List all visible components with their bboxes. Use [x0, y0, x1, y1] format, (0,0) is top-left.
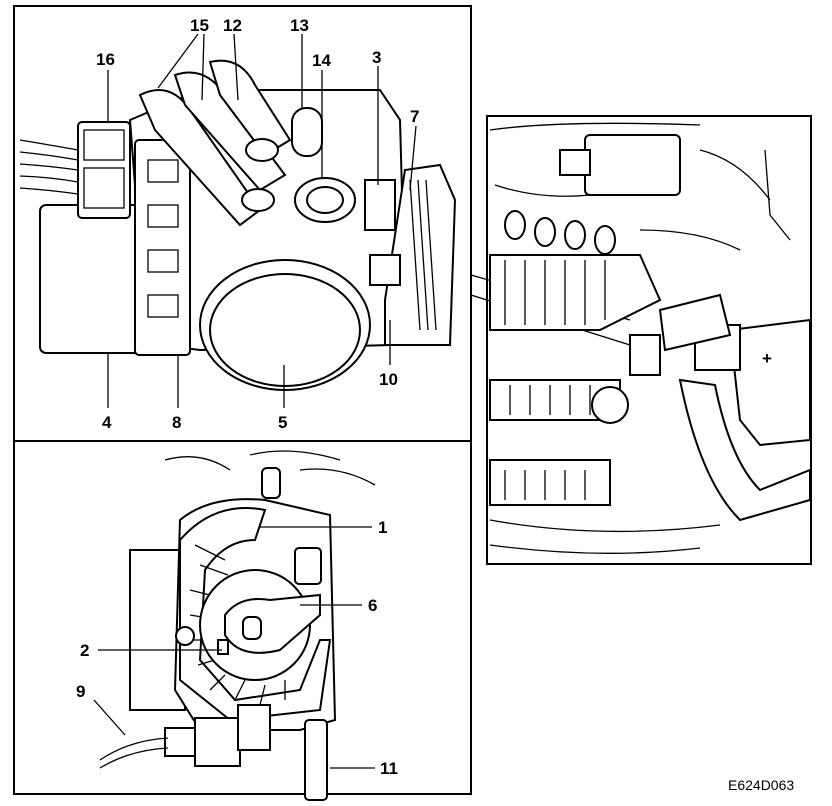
- throttle-body-side-view: [99, 450, 376, 801]
- figure-code: E624D063: [728, 777, 794, 793]
- left-panel-frame: [13, 5, 472, 795]
- vent-nipple: [291, 107, 323, 157]
- sensor-screw: [217, 639, 229, 655]
- control-module: [584, 134, 681, 196]
- callout-2: 2: [80, 641, 89, 660]
- cover-fins: [134, 139, 191, 356]
- throttle-bore: [199, 259, 371, 391]
- callout-15: 15: [190, 16, 209, 35]
- callout-3: 3: [372, 48, 381, 67]
- coolant-hoses: [138, 59, 292, 227]
- callout-8: 8: [172, 413, 181, 432]
- engine-block: [489, 379, 721, 554]
- engine-bay-illustration: +: [470, 122, 811, 554]
- callout-9: 9: [76, 682, 85, 701]
- callout-4: 4: [102, 413, 112, 432]
- callout-13: 13: [290, 16, 309, 35]
- callout-10: 10: [379, 370, 398, 389]
- callout-12: 12: [223, 16, 242, 35]
- throttle-body-location: [629, 293, 741, 376]
- callout-14: 14: [312, 51, 331, 70]
- callout-11: 11: [380, 759, 398, 778]
- ribbed-cover: [179, 507, 332, 722]
- callout-6: 6: [368, 596, 377, 615]
- throttle-gear-sector: [364, 163, 457, 346]
- wiring-connector: [19, 121, 131, 219]
- sensor-connector: [99, 704, 271, 769]
- idle-port: [294, 177, 356, 223]
- callout-5: 5: [278, 413, 287, 432]
- battery-plus-sign: +: [762, 349, 772, 368]
- vacuum-plug: [294, 547, 322, 585]
- bottom-leader-lines: [93, 526, 375, 769]
- battery: +: [728, 318, 811, 447]
- coolant-pipe: [304, 719, 328, 801]
- callout-7: 7: [410, 107, 419, 126]
- callout-1: 1: [378, 518, 387, 537]
- top-leader-lines: [107, 33, 417, 408]
- intake-manifold: [489, 210, 662, 331]
- intake-hose: [678, 378, 811, 522]
- throttle-body-top-view: [19, 59, 457, 391]
- callout-16: 16: [96, 50, 115, 69]
